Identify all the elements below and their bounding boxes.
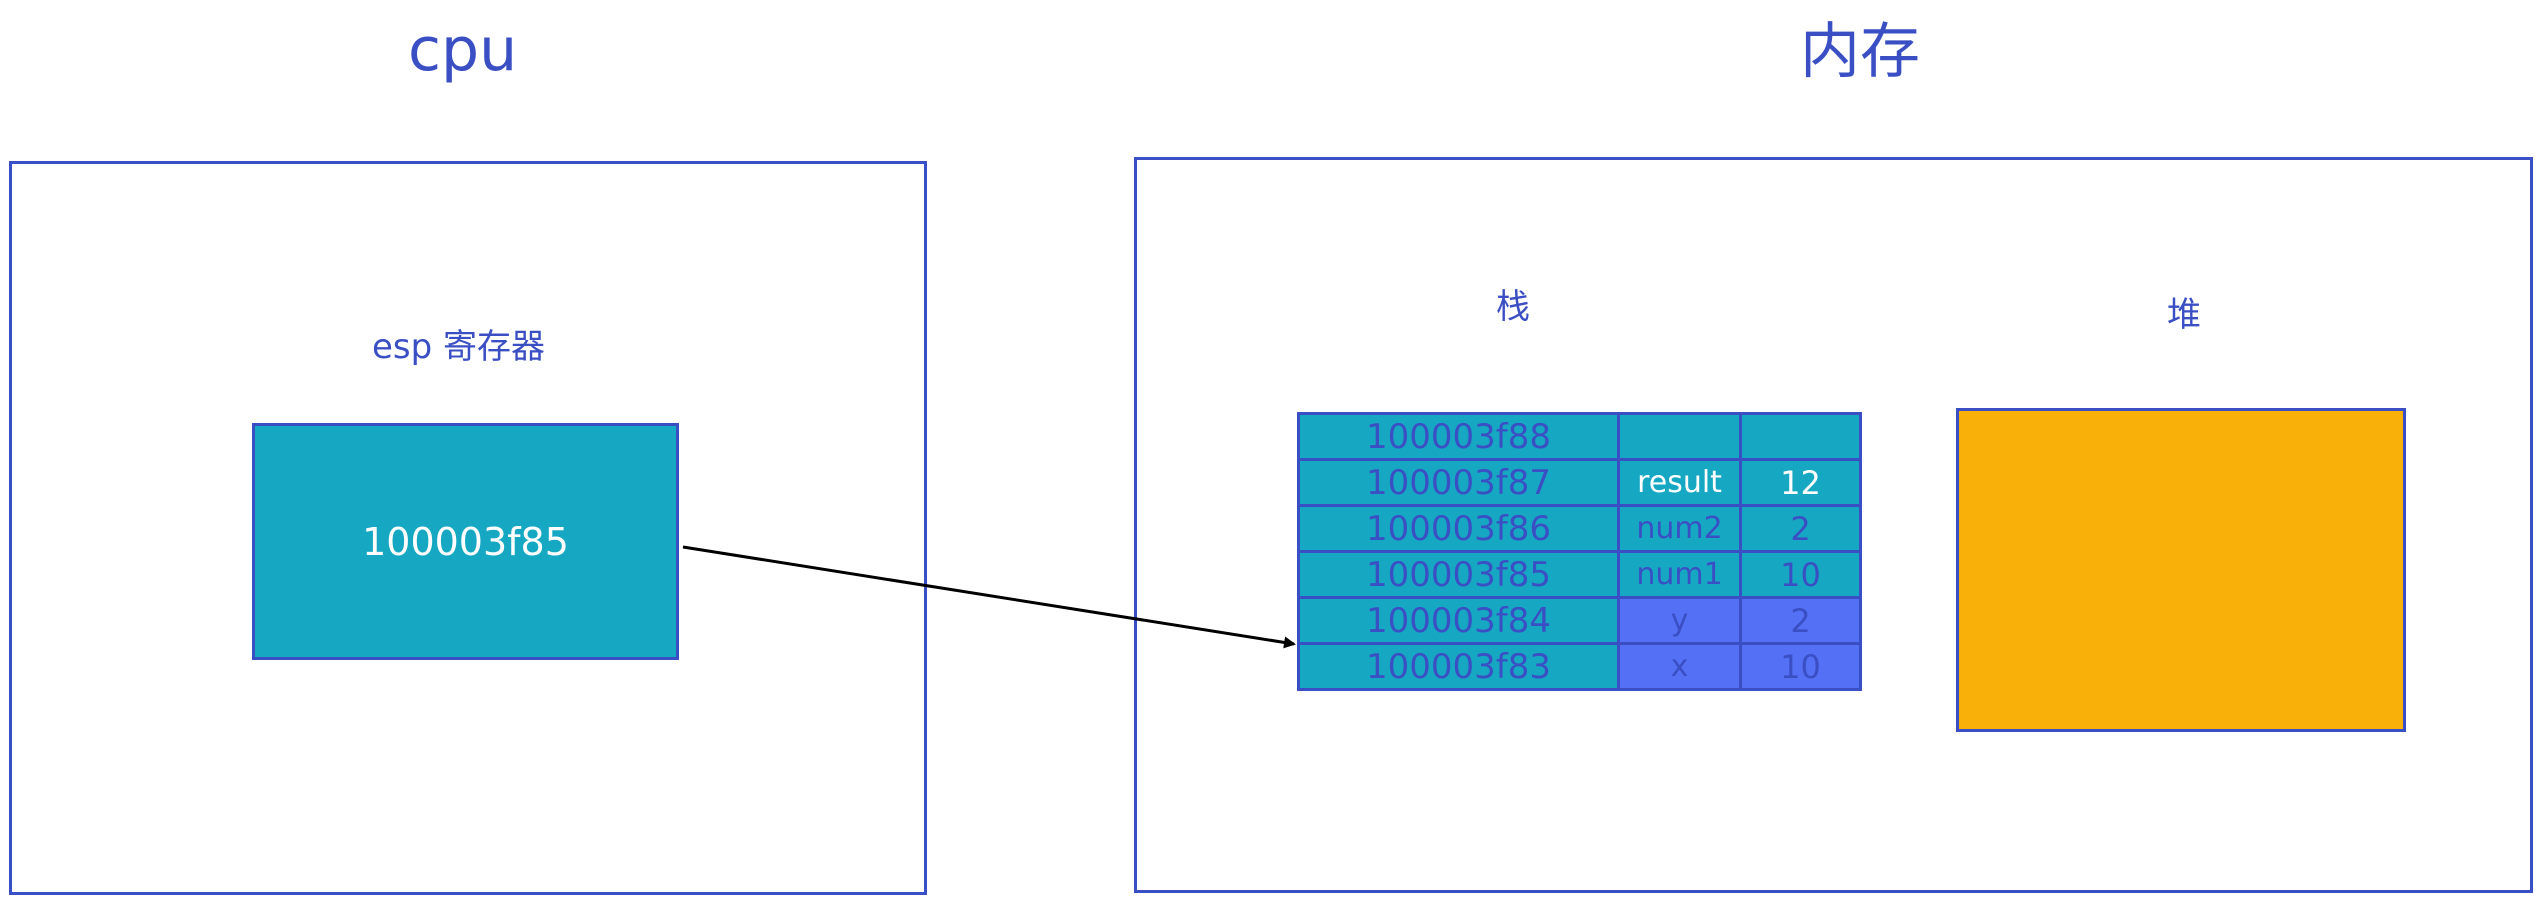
heap-block (1956, 408, 2406, 732)
stack-address-cell: 100003f83 (1297, 642, 1620, 691)
heap-label: 堆 (2167, 295, 2201, 335)
stack-address-cell: 100003f88 (1297, 412, 1620, 461)
stack-value-cell (1739, 412, 1862, 461)
stack-variable-cell: result (1617, 458, 1742, 507)
stack-value-cell: 12 (1739, 458, 1862, 507)
stack-address-cell: 100003f85 (1297, 550, 1620, 599)
stack-label: 栈 (1496, 287, 1530, 327)
stack-row: 100003f88 (1297, 412, 1862, 461)
cpu-title: cpu (408, 15, 518, 85)
stack-variable-cell: x (1617, 642, 1742, 691)
register-label: esp 寄存器 (372, 327, 546, 367)
stack-address-cell: 100003f86 (1297, 504, 1620, 553)
stack-variable-cell: y (1617, 596, 1742, 645)
stack-variable-cell: num2 (1617, 504, 1742, 553)
memory-panel (1134, 157, 2533, 893)
register-value: 100003f85 (362, 519, 569, 564)
esp-register: 100003f85 (252, 423, 679, 660)
stack-value-cell: 10 (1739, 550, 1862, 599)
stack-value-cell: 10 (1739, 642, 1862, 691)
cpu-panel (9, 161, 927, 895)
stack-value-cell: 2 (1739, 596, 1862, 645)
stack-address-cell: 100003f84 (1297, 596, 1620, 645)
stack-variable-cell (1617, 412, 1742, 461)
stack-variable-cell: num1 (1617, 550, 1742, 599)
memory-title: 内存 (1800, 17, 1920, 87)
stack-value-cell: 2 (1739, 504, 1862, 553)
esp-pointer-arrow (682, 545, 1296, 649)
stack-address-cell: 100003f87 (1297, 458, 1620, 507)
